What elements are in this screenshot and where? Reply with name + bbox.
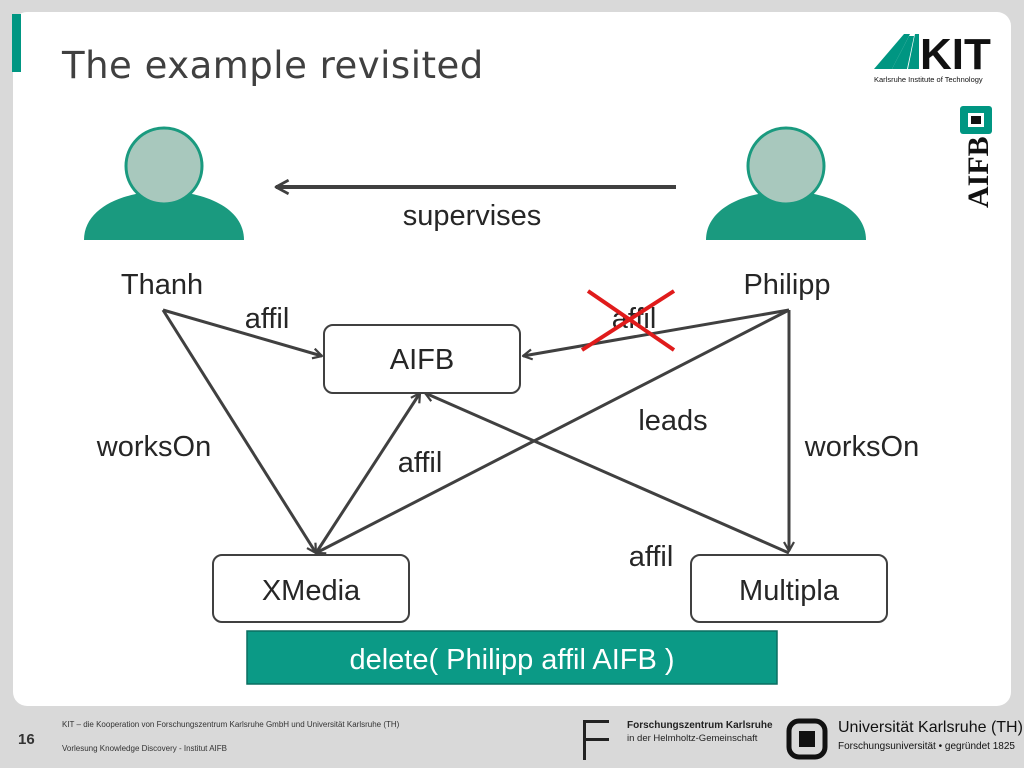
delete-cross-icon [580,289,676,352]
slide-footer: 16 KIT – die Kooperation von Forschungsz… [0,706,1024,768]
uka-name: Universität Karlsruhe (TH) [838,719,1023,736]
node-aifb-label: AIFB [390,344,454,376]
footer-cooperation-text: KIT – die Kooperation von Forschungszent… [62,720,400,729]
delete-command-text: delete( Philipp affil AIFB ) [349,644,674,676]
label-leads: leads [638,405,707,437]
node-xmedia-box [212,554,410,623]
fzk-logo-middle [583,738,609,741]
node-xmedia-label: XMedia [262,575,361,607]
page-number: 16 [18,731,35,748]
edge-xmedia-affil-aifb [314,391,422,554]
person-philipp-icon [706,126,866,240]
edge-philipp-affil-aifb [521,308,790,361]
node-xmedia: XMedia [212,554,410,623]
edge-thanh-workson-xmedia [161,309,318,555]
edge-thanh-affil-aifb [162,308,324,360]
delete-command-banner: delete( Philipp affil AIFB ) [246,630,778,685]
label-thanh-affil: affil [245,303,290,335]
node-aifb: AIFB [323,324,521,394]
label-multipla-affil: affil [629,541,674,573]
fzk-name: Forschungszentrum Karlsruhe [627,720,773,731]
edge-multipla-affil-aifb [423,390,790,555]
uka-subtitle: Forschungsuniversität • gegründet 1825 [838,741,1015,752]
aifb-logo-text: AIFB [962,136,995,208]
kit-logo-stroke-2 [892,36,914,69]
kit-logo-stroke-3 [908,34,919,69]
aifb-logo-square-core [971,116,981,124]
uka-logo-inner [799,731,815,747]
person-thanh-head [124,126,204,206]
node-aifb-box [323,324,521,394]
label-supervises: supervises [403,200,542,232]
person-philipp-head [746,126,826,206]
delete-command-box [246,630,778,685]
label-philipp-workson: worksOn [804,431,919,463]
uka-logo-outer [786,718,828,760]
node-multipla-box [690,554,888,623]
person-philipp-label: Philipp [743,269,830,301]
kit-logo-text: KIT [920,30,991,79]
node-multipla-label: Multipla [739,575,840,607]
kit-logo: KIT Karlsruhe Institute of Technology [874,30,991,84]
aifb-logo: AIFB [960,106,995,208]
label-thanh-workson: worksOn [96,431,211,463]
label-xmedia-affil: affil [398,447,443,479]
edge-philipp-leads-xmedia [314,308,790,555]
fzk-logo-icon [583,720,609,760]
delete-cross-stroke-2 [580,289,676,352]
fzk-subtitle: in der Helmholtz-Gemeinschaft [627,733,758,744]
knowledge-graph-diagram: AIFB XMedia Multipla Thanh Philipp super… [84,126,919,685]
person-thanh-label: Thanh [121,269,203,301]
person-thanh-body [84,191,244,240]
person-philipp-body [706,191,866,240]
person-thanh-icon [84,126,244,240]
kit-logo-stroke-1 [874,34,910,69]
uka-logo-icon [786,718,828,760]
title-accent-bar [12,14,21,72]
footer-lecture-text: Vorlesung Knowledge Discovery - Institut… [62,744,227,753]
kit-logo-subtitle: Karlsruhe Institute of Technology [874,75,983,84]
node-multipla: Multipla [690,554,888,623]
slide-title: The example revisited [62,44,484,87]
fzk-logo-top [583,720,609,723]
